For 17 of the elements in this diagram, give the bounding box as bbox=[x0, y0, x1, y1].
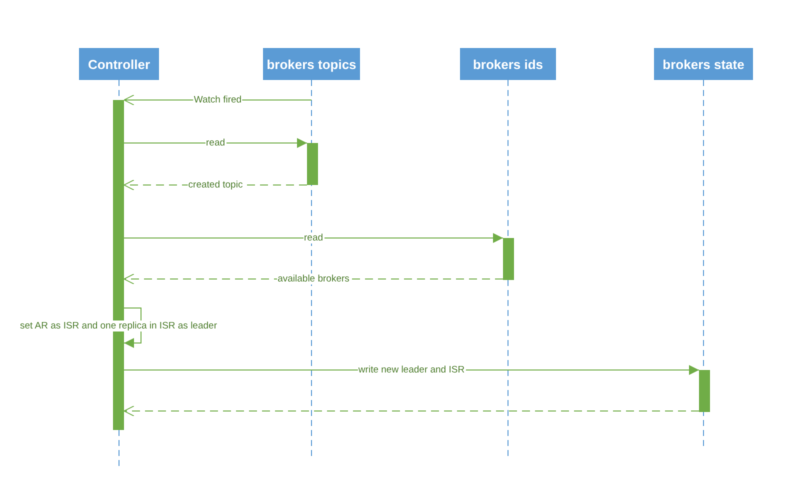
message-label: available brokers bbox=[276, 274, 350, 284]
activation-bar bbox=[503, 238, 514, 280]
message-label: read bbox=[303, 232, 324, 244]
message-label: set AR as ISR and one replica in ISR as leader bbox=[19, 320, 218, 331]
activation-bar bbox=[307, 143, 318, 185]
message-label: created topic bbox=[187, 180, 244, 190]
return-arrow bbox=[124, 406, 700, 416]
participant-box: Controller bbox=[79, 48, 159, 80]
participant-box: brokers state bbox=[654, 48, 753, 80]
message-label: Watch fired bbox=[192, 94, 243, 106]
participant-box: brokers ids bbox=[460, 48, 556, 80]
message-label: read bbox=[205, 138, 226, 148]
message-arrow bbox=[124, 233, 504, 243]
activation-bar bbox=[699, 370, 710, 412]
message-label: write new leader and ISR bbox=[357, 364, 466, 376]
participant-box: brokers topics bbox=[263, 48, 360, 80]
message-arrow bbox=[124, 138, 308, 148]
